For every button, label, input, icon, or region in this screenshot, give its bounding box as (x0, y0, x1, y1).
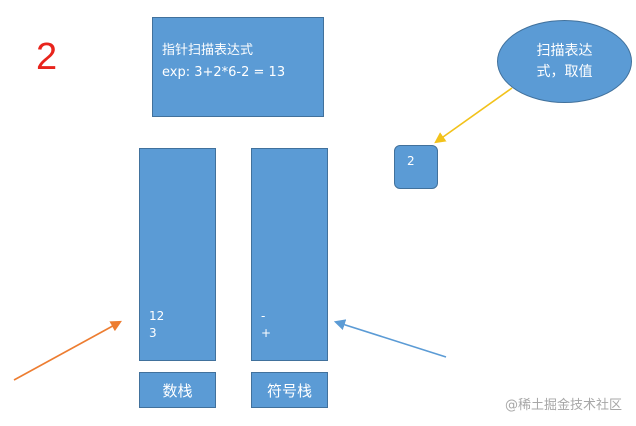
number-stack-item: 3 (149, 326, 157, 340)
operator-stack-item: + (261, 326, 272, 340)
operator-stack-label: 符号栈 (251, 372, 328, 408)
operator-stack-items: - + (261, 308, 271, 342)
scanned-value-box: 2 (394, 145, 438, 189)
arrow-to-operator-stack (333, 319, 447, 358)
number-stack-item: 12 (149, 309, 165, 323)
operator-stack: - + (251, 148, 328, 361)
arrow-to-number-stack (13, 320, 122, 381)
watermark: @稀土掘金技术社区 (504, 398, 622, 413)
expression-title: 指针扫描表达式 (162, 43, 254, 58)
number-stack-label: 数栈 (139, 372, 216, 408)
expression-text: exp: 3+2*6-2 = 13 (162, 65, 286, 80)
expression-box: 指针扫描表达式 exp: 3+2*6-2 = 13 (152, 17, 324, 117)
operator-stack-item: - (261, 309, 266, 323)
step-number: 2 (36, 36, 58, 78)
scan-callout-text: 扫描表达式，取值 (536, 42, 593, 80)
arrow-to-scanned-value (434, 87, 513, 144)
number-stack-items: 12 3 (149, 308, 164, 342)
scan-callout-bubble: 扫描表达式，取值 (497, 20, 632, 103)
number-stack: 12 3 (139, 148, 216, 361)
